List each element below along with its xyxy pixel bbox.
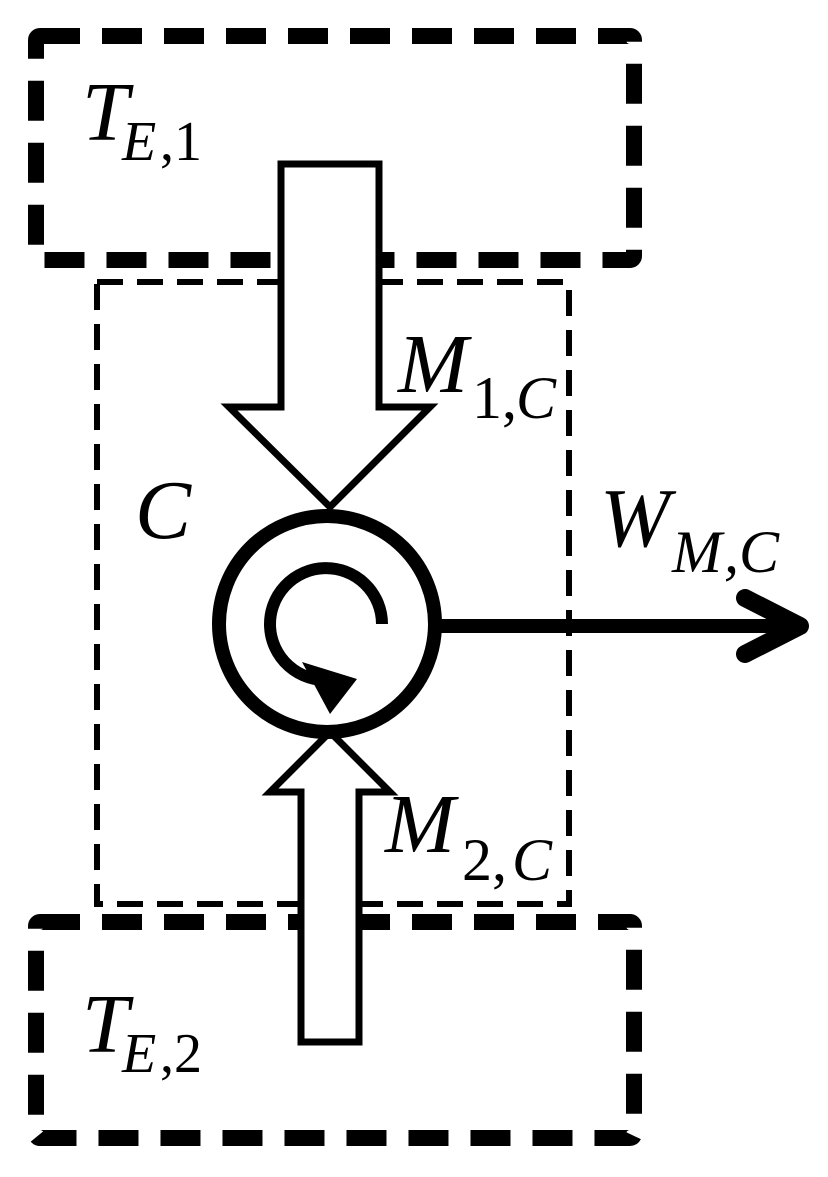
label-te1-sub-rest: ,1 — [160, 111, 202, 173]
machine-circle — [212, 509, 442, 739]
label-m2c-main: M — [384, 778, 459, 871]
label-wmc-sub-rest: ,C — [724, 519, 780, 585]
reservoir-te1-boundary — [28, 28, 642, 268]
flow-arrow-m1c — [220, 160, 439, 512]
label-wmc-sub-letter: M — [671, 519, 725, 585]
output-arrow-icon — [438, 589, 809, 663]
label-m2c-sub-num: 2, — [462, 827, 507, 893]
label-te2-main: T — [82, 978, 134, 1071]
flow-arrow-m2c — [261, 727, 399, 1046]
label-te1-main: T — [82, 66, 134, 159]
rotation-icon — [264, 562, 388, 714]
label-te2-sub-letter: E — [121, 1023, 156, 1085]
label-te2-sub-rest: ,2 — [160, 1023, 202, 1085]
label-m1c-sub-num: 1, — [472, 365, 517, 431]
label-m1c-sub-letter: C — [516, 365, 557, 431]
label-m2c-sub-letter: C — [512, 827, 553, 893]
reservoir-te2-boundary — [28, 914, 642, 1146]
label-c: C — [135, 464, 192, 557]
label-m1c-main: M — [397, 318, 472, 411]
label-te1-sub-letter: E — [121, 111, 156, 173]
label-wmc-main: W — [600, 472, 677, 565]
